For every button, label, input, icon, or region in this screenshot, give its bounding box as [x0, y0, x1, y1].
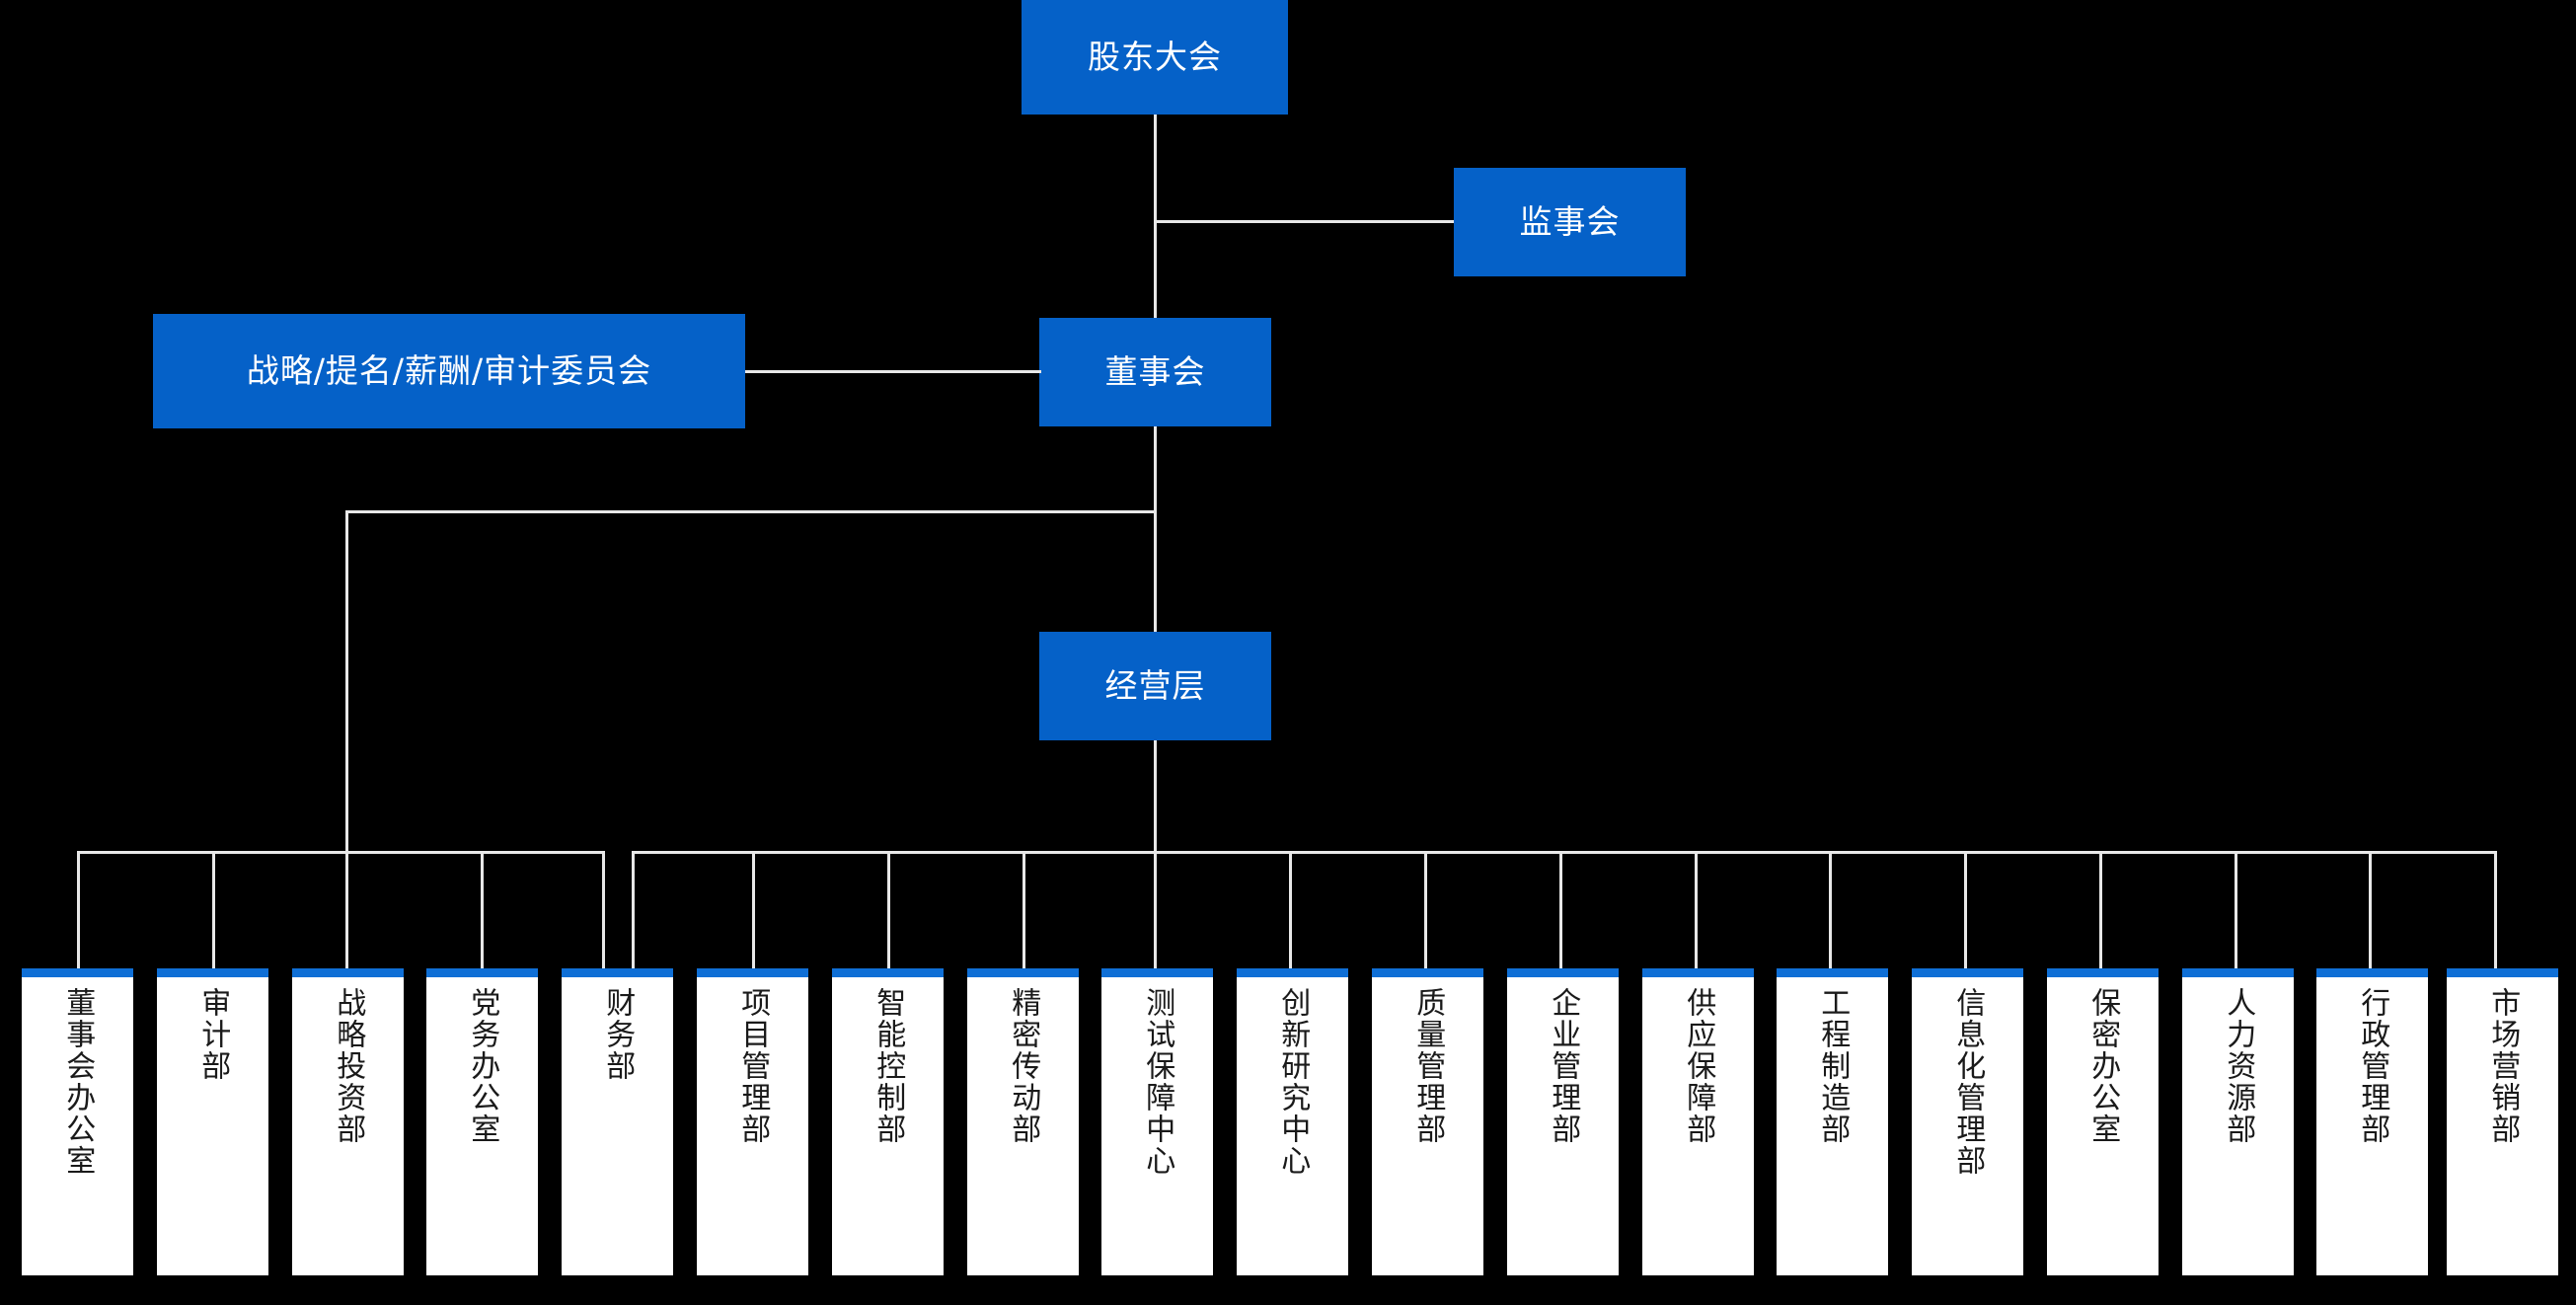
dept-card[interactable]: 行政管理部 — [2316, 968, 2428, 1275]
connector-board-to-management — [1154, 426, 1157, 632]
node-board-of-directors[interactable]: 董事会 — [1039, 318, 1271, 426]
dept-card[interactable]: 工程制造部 — [1777, 968, 1888, 1275]
dept-label: 财务部 — [600, 987, 636, 1082]
dept-label: 党务办公室 — [465, 987, 500, 1145]
connector-drop-dept-2 — [212, 851, 215, 971]
connector-bottom-rail-left — [77, 851, 604, 854]
dept-card[interactable]: 信息化管理部 — [1912, 968, 2023, 1275]
dept-card[interactable]: 党务办公室 — [426, 968, 538, 1275]
dept-label: 测试保障中心 — [1140, 987, 1175, 1177]
connector-drop-dept-16 — [2099, 851, 2102, 971]
connector-drop-dept-7 — [887, 851, 890, 971]
dept-card[interactable]: 市场营销部 — [2447, 968, 2558, 1275]
connector-drop-dept-5-right — [632, 851, 635, 971]
connector-left-spur-drop — [345, 510, 348, 854]
dept-card[interactable]: 智能控制部 — [832, 968, 944, 1275]
connector-drop-dept-14 — [1829, 851, 1832, 971]
node-committees[interactable]: 战略/提名/薪酬/审计委员会 — [153, 314, 745, 428]
connector-drop-dept-18 — [2369, 851, 2372, 971]
dept-label: 保密办公室 — [2085, 987, 2121, 1145]
node-board-of-supervisors-label: 监事会 — [1519, 201, 1621, 241]
connector-drop-dept-17 — [2235, 851, 2237, 971]
connector-drop-dept-1 — [77, 851, 80, 971]
node-management-layer[interactable]: 经营层 — [1039, 632, 1271, 740]
connector-board-to-supervisors — [1154, 220, 1454, 223]
connector-shareholders-to-board — [1154, 115, 1157, 320]
dept-label: 市场营销部 — [2485, 987, 2521, 1145]
connector-drop-dept-13 — [1695, 851, 1698, 971]
dept-label: 信息化管理部 — [1950, 987, 1986, 1177]
dept-card[interactable]: 财务部 — [562, 968, 673, 1275]
node-shareholders-meeting[interactable]: 股东大会 — [1022, 0, 1288, 115]
node-board-of-supervisors[interactable]: 监事会 — [1454, 168, 1686, 276]
connector-drop-dept-4 — [481, 851, 484, 971]
dept-label: 工程制造部 — [1815, 987, 1851, 1145]
dept-card[interactable]: 供应保障部 — [1642, 968, 1754, 1275]
dept-label: 审计部 — [195, 987, 231, 1082]
dept-card[interactable]: 人力资源部 — [2182, 968, 2294, 1275]
dept-card[interactable]: 审计部 — [157, 968, 268, 1275]
node-committees-label: 战略/提名/薪酬/审计委员会 — [246, 350, 652, 390]
dept-card[interactable]: 企业管理部 — [1507, 968, 1619, 1275]
dept-label: 战略投资部 — [331, 987, 366, 1145]
connector-drop-dept-6 — [752, 851, 755, 971]
node-board-of-directors-label: 董事会 — [1104, 351, 1206, 391]
dept-card[interactable]: 精密传动部 — [967, 968, 1079, 1275]
dept-label: 项目管理部 — [735, 987, 771, 1145]
dept-card[interactable]: 项目管理部 — [697, 968, 808, 1275]
connector-drop-dept-12 — [1559, 851, 1562, 971]
connector-drop-dept-5-left — [602, 851, 605, 971]
dept-label: 供应保障部 — [1681, 987, 1716, 1145]
dept-label: 创新研究中心 — [1275, 987, 1311, 1177]
dept-card[interactable]: 质量管理部 — [1372, 968, 1483, 1275]
dept-label: 企业管理部 — [1546, 987, 1581, 1145]
dept-label: 人力资源部 — [2221, 987, 2256, 1145]
connector-drop-dept-15 — [1964, 851, 1967, 971]
connector-management-to-rail — [1154, 740, 1157, 854]
dept-label: 精密传动部 — [1006, 987, 1041, 1145]
dept-card[interactable]: 董事会办公室 — [22, 968, 133, 1275]
dept-card[interactable]: 保密办公室 — [2047, 968, 2159, 1275]
dept-label: 智能控制部 — [871, 987, 906, 1145]
connector-board-to-committees — [743, 370, 1041, 373]
connector-drop-dept-11 — [1424, 851, 1427, 971]
node-management-layer-label: 经营层 — [1104, 665, 1206, 705]
dept-card[interactable]: 创新研究中心 — [1237, 968, 1348, 1275]
connector-drop-dept-3 — [345, 851, 348, 971]
connector-drop-dept-9 — [1154, 851, 1157, 971]
dept-label: 董事会办公室 — [60, 987, 96, 1177]
connector-drop-dept-10 — [1289, 851, 1292, 971]
node-shareholders-meeting-label: 股东大会 — [1088, 37, 1222, 76]
dept-label: 行政管理部 — [2355, 987, 2390, 1145]
connector-drop-dept-8 — [1023, 851, 1025, 971]
connector-bottom-rail-right — [632, 851, 2496, 854]
dept-label: 质量管理部 — [1410, 987, 1446, 1145]
dept-card[interactable]: 测试保障中心 — [1101, 968, 1213, 1275]
connector-drop-dept-19 — [2494, 851, 2497, 971]
dept-card[interactable]: 战略投资部 — [292, 968, 404, 1275]
connector-board-left-spur — [345, 510, 1156, 513]
